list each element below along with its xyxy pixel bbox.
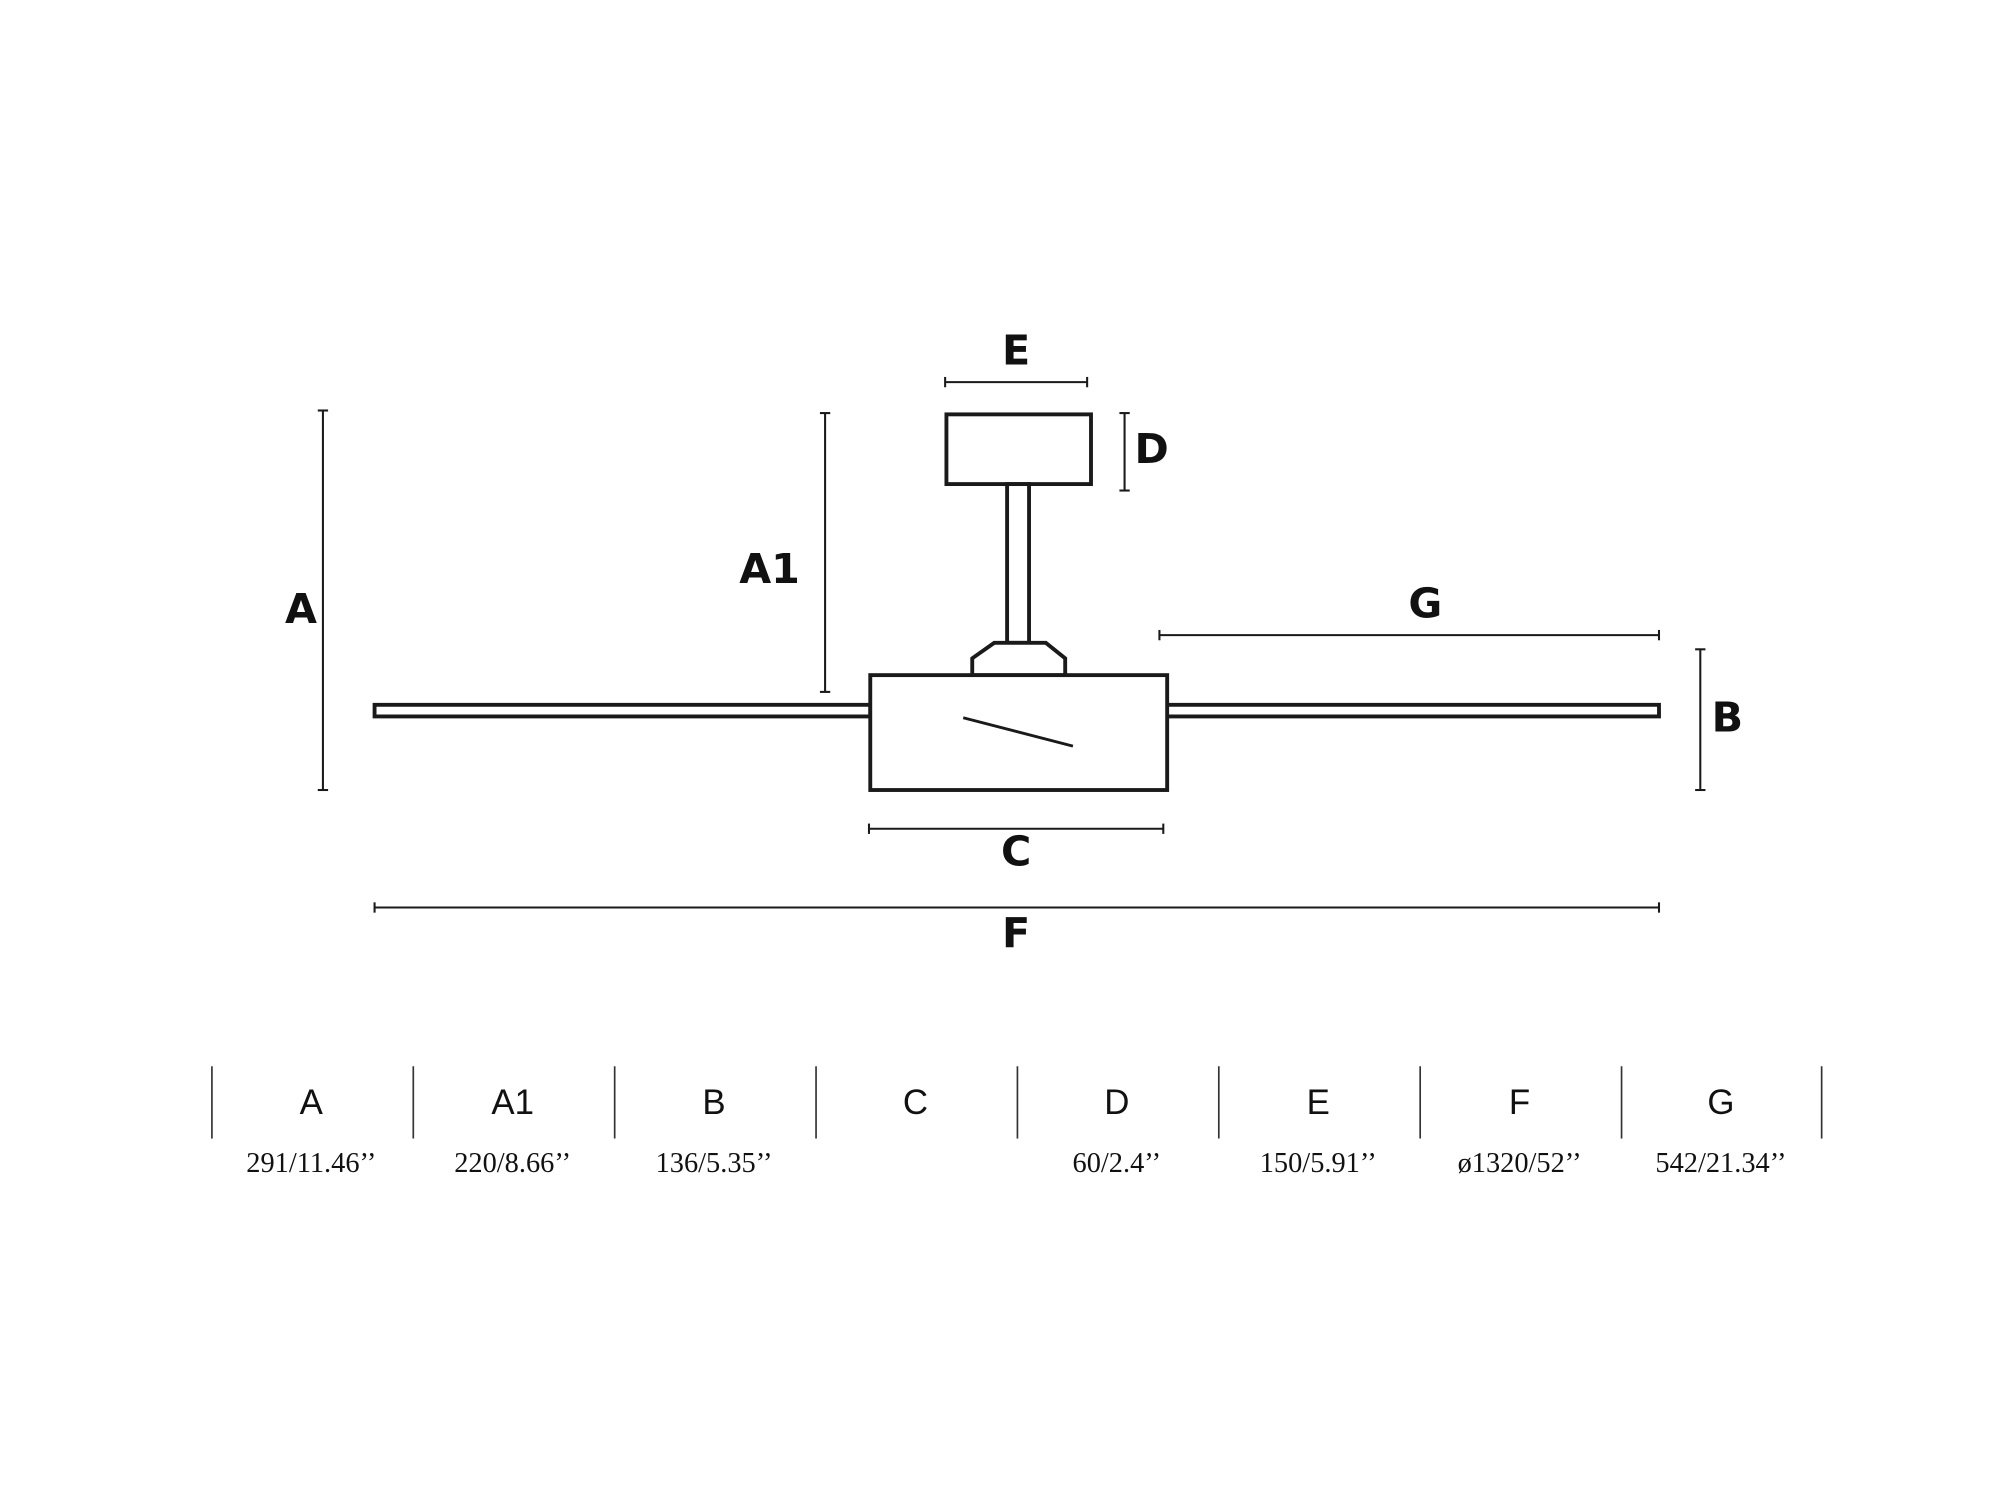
- label-A1: A1: [739, 545, 800, 593]
- fan-drawing: [372, 412, 1661, 792]
- dimension-A1: A1: [739, 412, 831, 693]
- table-header: G: [1707, 1083, 1734, 1122]
- blade-left: [372, 702, 873, 719]
- label-C: C: [1001, 828, 1031, 876]
- table-header: F: [1509, 1083, 1530, 1122]
- table-header: A: [300, 1083, 324, 1122]
- label-A: A: [285, 585, 317, 633]
- label-E: E: [1002, 327, 1030, 375]
- blade-right: [1163, 702, 1661, 719]
- dimension-D: D: [1119, 412, 1169, 492]
- table-dividers: [211, 1066, 1823, 1139]
- table-value: 136/5.35’’: [656, 1148, 773, 1179]
- table-header: A1: [491, 1083, 534, 1122]
- label-F: F: [1002, 909, 1030, 957]
- dimension-G: G: [1158, 580, 1661, 641]
- label-B: B: [1712, 693, 1743, 741]
- dimension-C: C: [867, 823, 1165, 876]
- label-D: D: [1135, 425, 1169, 473]
- dimension-E: E: [944, 327, 1089, 388]
- table-value: 542/21.34’’: [1655, 1148, 1786, 1179]
- table-header: D: [1104, 1083, 1129, 1122]
- table-value: ø1320/52’’: [1458, 1148, 1582, 1179]
- motor-slash-mark: [962, 716, 1074, 748]
- ceiling-canopy: [944, 412, 1093, 487]
- table-value: 150/5.91’’: [1260, 1148, 1377, 1179]
- table-header: B: [702, 1083, 725, 1122]
- dimension-A: A: [285, 409, 329, 792]
- dimension-B: B: [1695, 648, 1743, 792]
- table-header: E: [1307, 1083, 1330, 1122]
- dimension-table: A A1 B C D E F G 291/11.46’’ 220/8.66’’ …: [211, 1066, 1823, 1179]
- label-G: G: [1408, 580, 1442, 628]
- coupling: [970, 640, 1068, 678]
- table-value: 60/2.4’’: [1073, 1148, 1162, 1179]
- table-value: 220/8.66’’: [454, 1148, 571, 1179]
- dimension-F: F: [373, 902, 1661, 957]
- downrod: [1005, 482, 1031, 645]
- table-value: 291/11.46’’: [246, 1148, 376, 1179]
- table-header: C: [903, 1083, 928, 1122]
